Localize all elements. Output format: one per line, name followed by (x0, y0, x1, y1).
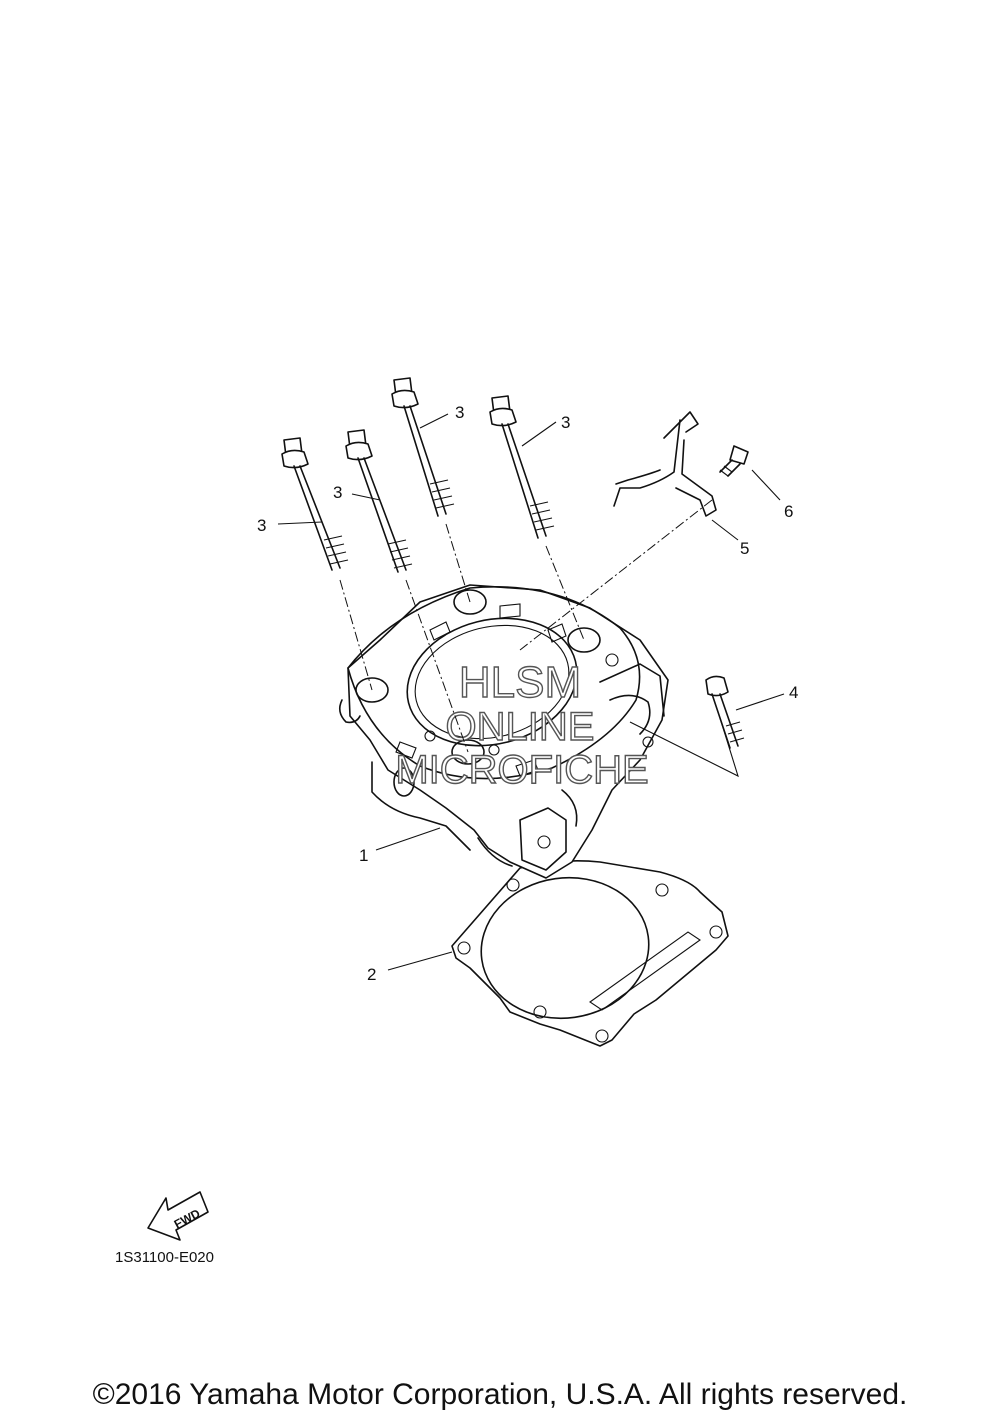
bolt-6 (719, 445, 749, 477)
cylinder-body (338, 584, 669, 879)
callout-3d: 3 (561, 413, 570, 432)
callout-3c: 3 (455, 403, 464, 422)
cylinder-bolt-1 (281, 437, 373, 691)
fwd-arrow-icon: FWD (147, 1191, 209, 1241)
bolt-4 (629, 675, 745, 778)
cylinder-bolt-2 (345, 429, 469, 753)
callout-5: 5 (740, 539, 749, 558)
cylinder-gasket (451, 860, 729, 1047)
callout-6: 6 (784, 502, 793, 521)
hose-bracket (519, 411, 717, 651)
diagram-code: 1S31100-E020 (115, 1249, 214, 1266)
callout-2: 2 (367, 965, 376, 984)
watermark-line2: ONLINE (446, 705, 595, 749)
callout-3b: 3 (333, 483, 342, 502)
callout-1: 1 (359, 846, 368, 865)
leader-lines (277, 413, 785, 971)
cylinder-bolt-3 (391, 377, 471, 603)
watermark: HLSM ONLINE MICROFICHE (395, 657, 650, 792)
watermark-line3: MICROFICHE (395, 748, 648, 792)
callout-3a: 3 (257, 516, 266, 535)
cylinder-bolt-4 (489, 395, 585, 641)
callout-4: 4 (789, 683, 798, 702)
watermark-line1: HLSM (459, 658, 581, 707)
callout-numbers: 1 2 3 3 3 3 4 5 6 (257, 403, 798, 984)
copyright-notice: ©2016 Yamaha Motor Corporation, U.S.A. A… (92, 1378, 908, 1411)
